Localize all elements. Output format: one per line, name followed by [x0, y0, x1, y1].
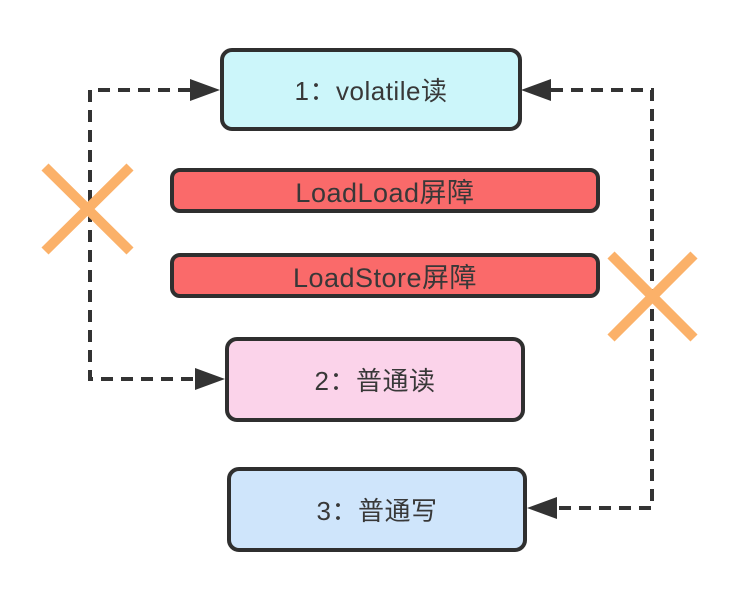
arrow-right-icon: [190, 79, 220, 101]
node-loadstore-barrier: LoadStore屏障: [170, 253, 600, 298]
right-dashed-connector: [551, 88, 654, 510]
node-volatile-read: 1：volatile读: [220, 48, 522, 131]
node-normal-write: 3：普通写: [227, 467, 527, 552]
node-label: LoadLoad屏障: [295, 178, 475, 208]
x-mark-icon: [41, 163, 134, 255]
arrow-left-icon: [527, 497, 557, 519]
x-mark-icon: [607, 251, 698, 342]
node-label: 3：普通写: [316, 496, 438, 526]
node-loadload-barrier: LoadLoad屏障: [170, 168, 600, 213]
left-dashed-connector: [88, 88, 195, 381]
node-label: 1：volatile读: [294, 76, 448, 106]
arrow-right-icon: [195, 368, 225, 390]
arrow-left-icon: [521, 79, 551, 101]
node-normal-read: 2：普通读: [225, 337, 525, 422]
node-label: LoadStore屏障: [292, 263, 478, 293]
node-label: 2：普通读: [314, 366, 436, 396]
